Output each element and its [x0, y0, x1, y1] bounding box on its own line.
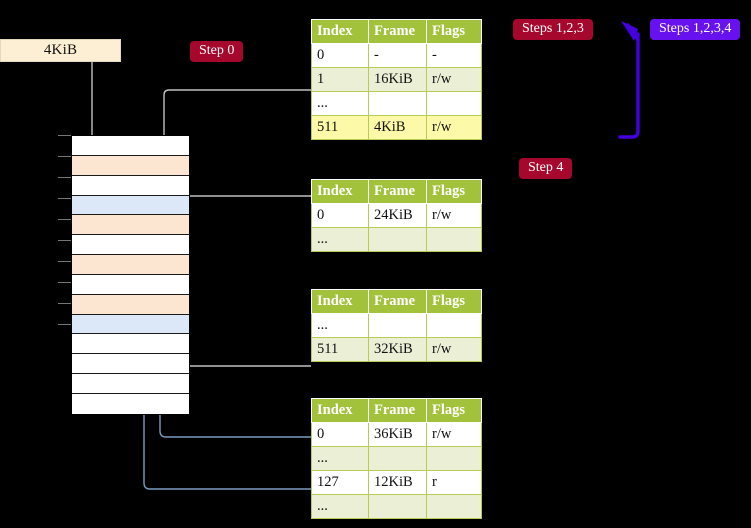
table-cell: r/w: [426, 115, 482, 140]
memory-frame-row: [72, 274, 189, 295]
memory-frame-row: [72, 195, 189, 216]
memory-tick: [58, 156, 71, 157]
table-cell: 0: [311, 43, 369, 68]
table-cell: [368, 494, 427, 519]
table-row: ...: [311, 494, 482, 519]
table-cell: 1: [311, 67, 369, 92]
column-header-index: Index: [311, 289, 369, 314]
memory-tick: [58, 198, 71, 199]
table-cell: [368, 91, 427, 116]
table-cell: [368, 313, 427, 338]
table-cell: [426, 494, 482, 519]
memory-tick: [58, 177, 71, 178]
table-cell: [368, 446, 427, 471]
table-cell: ...: [311, 494, 369, 519]
memory-frame-row: [72, 155, 189, 176]
memory-frame-row: [72, 374, 189, 394]
table-cell: [426, 446, 482, 471]
label-steps-1-2-3-4: Steps 1,2,3,4: [650, 19, 741, 41]
table-row: ...: [311, 446, 482, 471]
table-cell: -: [426, 43, 482, 68]
table-cell: ...: [311, 446, 369, 471]
memory-tick: [58, 219, 71, 220]
memory-frame-row: [72, 314, 189, 335]
table-cell: 32KiB: [368, 337, 427, 362]
table-cell: 12KiB: [368, 470, 427, 495]
memory-frame-row: [72, 294, 189, 315]
table-cell: ...: [311, 227, 369, 252]
memory-tick: [58, 135, 71, 136]
memory-frame-row: [72, 235, 189, 256]
table-cell: r/w: [426, 337, 482, 362]
memory-frame-row: [72, 255, 189, 275]
memory-frame-row: [72, 393, 189, 414]
table-cell: 16KiB: [368, 67, 427, 92]
table-cell: 36KiB: [368, 422, 427, 447]
table-cell: 511: [311, 337, 369, 362]
table-cell: ...: [311, 91, 369, 116]
column-header-flags: Flags: [426, 289, 482, 314]
memory-frame-row: [72, 175, 189, 196]
column-header-frame: Frame: [368, 179, 427, 204]
table-cell: 24KiB: [368, 203, 427, 228]
memory-tick: [58, 282, 71, 283]
table-row: ...: [311, 91, 482, 116]
memory-tick: [58, 303, 71, 304]
table-row: ...: [311, 313, 482, 338]
table-row: 0--: [311, 43, 482, 68]
table-cell: [426, 313, 482, 338]
column-header-index: Index: [311, 19, 369, 44]
column-header-frame: Frame: [368, 289, 427, 314]
memory-tick: [58, 240, 71, 241]
label-steps-1-2-3: Steps 1,2,3: [513, 19, 593, 41]
table-cell: r/w: [426, 422, 482, 447]
column-header-flags: Flags: [426, 19, 482, 44]
frame-size-box: 4KiB: [0, 39, 121, 62]
table-cell: 0: [311, 422, 369, 447]
label-step-0: Step 0: [190, 41, 244, 63]
table-cell: 0: [311, 203, 369, 228]
memory-frame-row: [72, 334, 189, 355]
column-header-flags: Flags: [426, 179, 482, 204]
table-cell: ...: [311, 313, 369, 338]
table-row: ...: [311, 227, 482, 252]
table-cell: 511: [311, 115, 369, 140]
column-header-index: Index: [311, 179, 369, 204]
memory-frame-row: [72, 215, 189, 236]
table-cell: [426, 91, 482, 116]
table-cell: r: [426, 470, 482, 495]
memory-tick: [58, 324, 71, 325]
table-cell: [426, 227, 482, 252]
memory-tick: [58, 261, 71, 262]
table-cell: 4KiB: [368, 115, 427, 140]
table-cell: 127: [311, 470, 369, 495]
column-header-index: Index: [311, 398, 369, 423]
column-header-flags: Flags: [426, 398, 482, 423]
label-step-4: Step 4: [519, 158, 573, 180]
physical-memory-block: [71, 135, 190, 415]
table-cell: [368, 227, 427, 252]
table-cell: -: [368, 43, 427, 68]
table-cell: r/w: [426, 203, 482, 228]
memory-frame-row: [72, 136, 189, 156]
column-header-frame: Frame: [368, 19, 427, 44]
table-cell: r/w: [426, 67, 482, 92]
column-header-frame: Frame: [368, 398, 427, 423]
memory-frame-row: [72, 354, 189, 375]
